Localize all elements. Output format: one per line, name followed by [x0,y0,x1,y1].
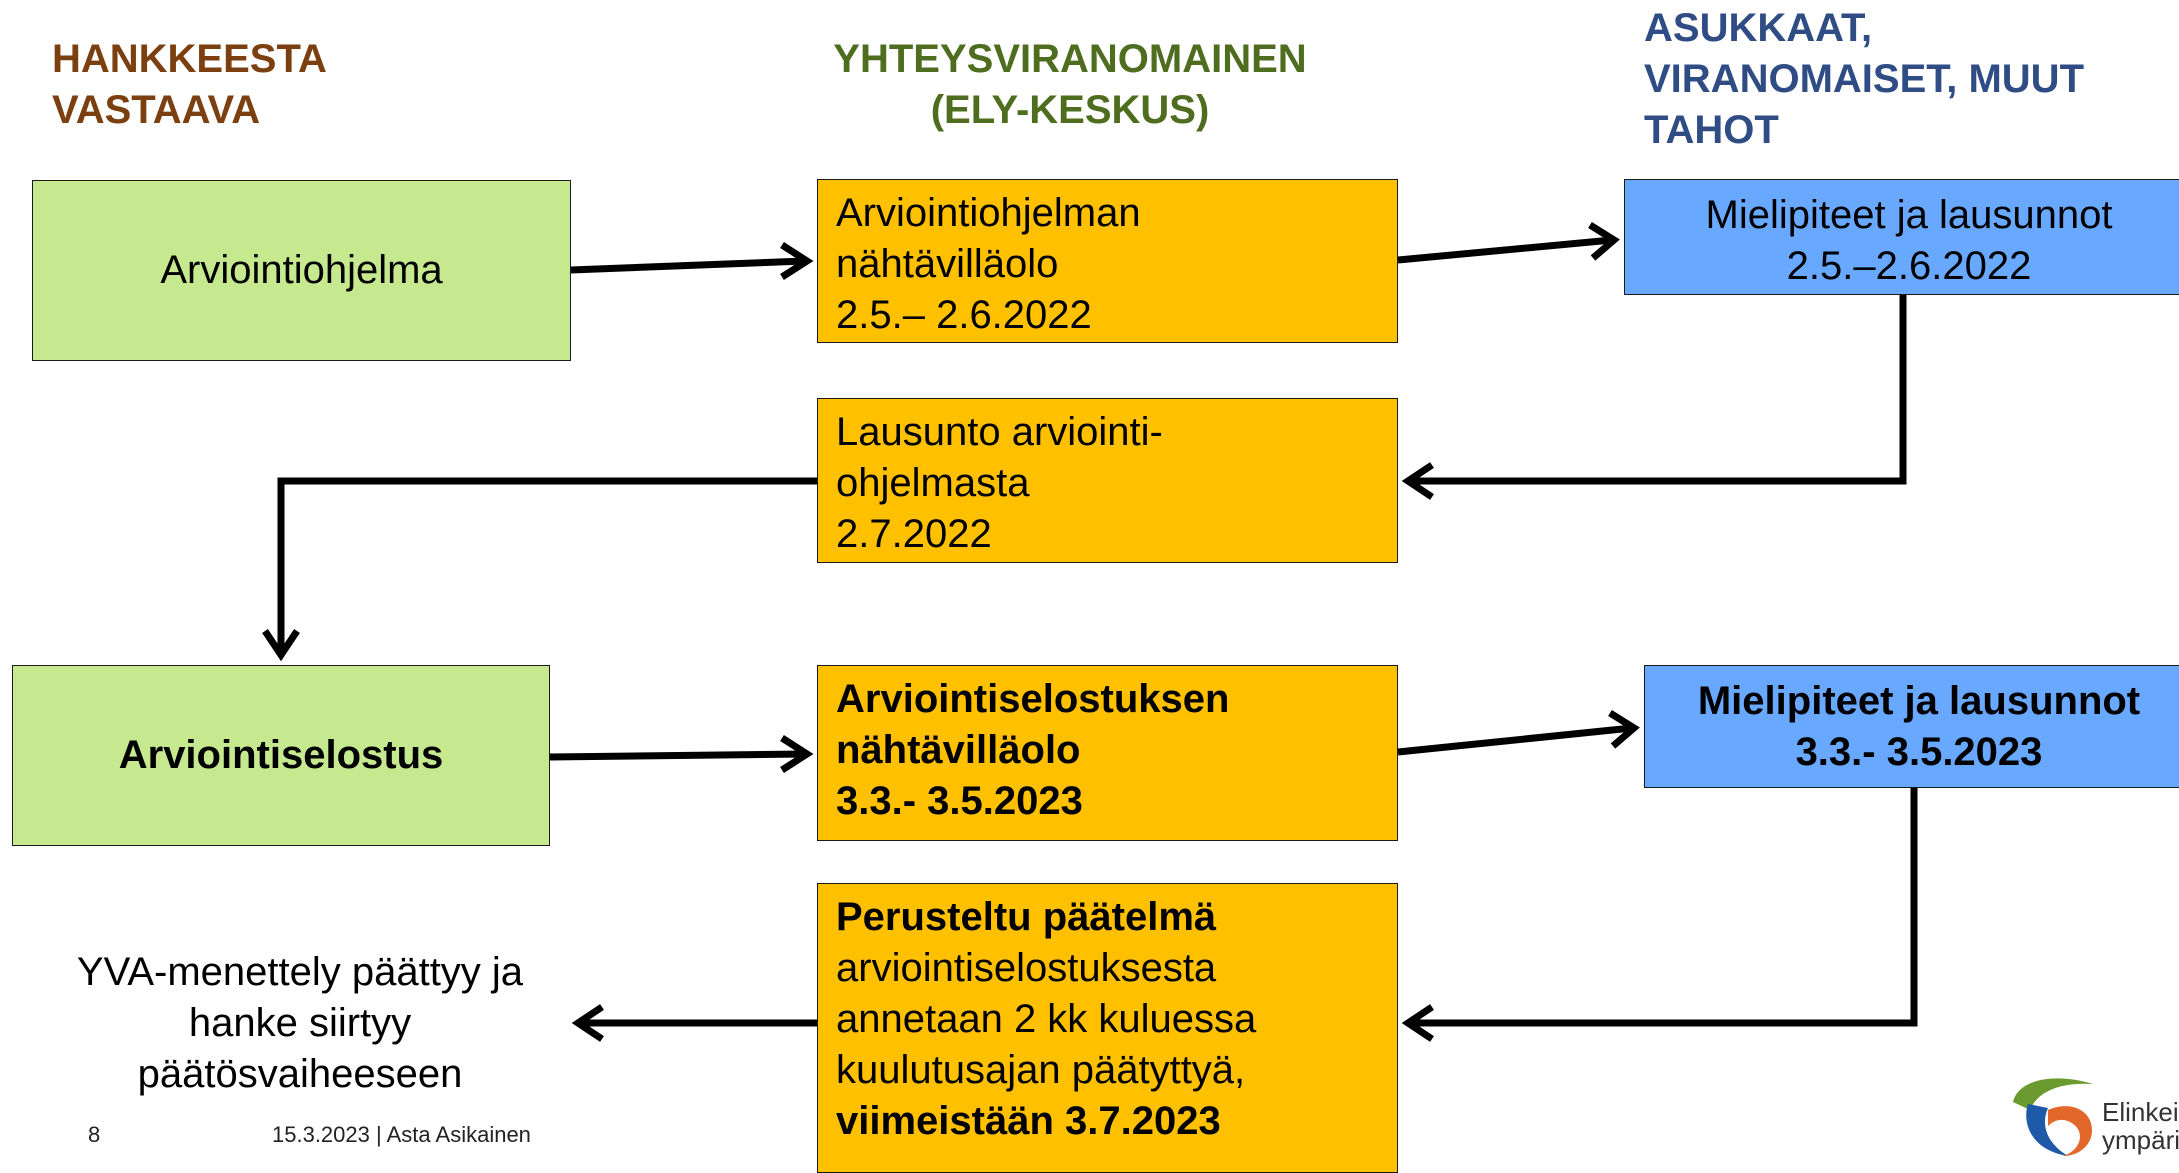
box-paatelma-line-2: arviointiselostuksesta [836,946,1217,990]
end-text-yva-menettely: YVA-menettely päättyy ja hanke siirtyy p… [40,947,560,1100]
header-mid-line-1: YHTEYSVIRANOMAINEN [833,37,1307,81]
end-text-line-1: YVA-menettely päättyy ja [76,950,524,994]
box-nahtavilla2-line-2: nähtävilläolo [836,728,1081,772]
box-mielipiteet2-line-2: 3.3.- 3.5.2023 [1795,730,2043,774]
header-yhteysviranomainen: YHTEYSVIRANOMAINEN (ELY-KESKUS) [800,34,1340,136]
box-lausunto-line-2: ohjelmasta [836,461,1030,505]
box-lausunto-line-1: Lausunto arviointi- [836,410,1163,454]
box-mielipiteet2-line-1: Mielipiteet ja lausunnot [1697,679,2141,723]
box-ohjelma-label: Arviointiohjelma [160,248,443,292]
header-left-line-1: HANKKEESTA [52,37,327,81]
box-mielipiteet1-line-2: 2.5.–2.6.2022 [1786,244,2032,288]
arrowhead-4 [262,629,300,662]
box-selostus-label: Arviointiselostus [118,733,444,777]
arrowhead-1 [780,242,814,280]
box-arviointiselostuksen-nahtavillaolo: Arviointiselostuksen nähtävilläolo 3.3.-… [817,665,1398,841]
footer-date-author: 15.3.2023 | Asta Asikainen [272,1122,531,1147]
box-nahtavilla1-line-1: Arviointiohjelman [836,191,1141,235]
box-paatelma-line-5: viimeistään 3.7.2023 [836,1099,1221,1143]
arrowhead-6 [1608,710,1640,749]
end-text-line-2: hanke siirtyy [188,1001,412,1045]
header-right-line-3: TAHOT [1644,108,1779,152]
logo-text-line-1: Elinkein [2102,1097,2179,1127]
header-left-line-2: VASTAAVA [52,88,261,132]
box-paatelma-line-4: kuulutusajan päätyttyä, [836,1048,1246,1092]
arrow-mielipiteet2-to-paatelma [1410,788,1918,1027]
box-nahtavilla1-line-3: 2.5.– 2.6.2022 [836,293,1092,337]
box-nahtavilla2-line-1: Arviointiselostuksen [836,677,1230,721]
arrow-nahtavilla-to-mielipiteet [1397,236,1613,264]
arrowhead-8 [571,1004,604,1042]
arrowhead-3 [1401,462,1434,500]
arrow-ohjelma-to-nahtavilla [570,257,806,274]
header-right-line-1: ASUKKAAT, [1644,6,1873,50]
arrow-lausunto-to-selostus [277,477,817,653]
arrowhead-2 [1588,222,1620,261]
box-mielipiteet-ja-lausunnot-2022: Mielipiteet ja lausunnot 2.5.–2.6.2022 [1624,179,2179,295]
box-mielipiteet1-line-1: Mielipiteet ja lausunnot [1705,193,2113,237]
logo-text-line-2: ympäris [2102,1125,2179,1155]
arrowhead-5 [780,735,814,773]
arrow-selostus-to-nahtavilla2 [549,750,806,761]
box-nahtavilla2-line-3: 3.3.- 3.5.2023 [836,779,1083,823]
box-lausunto-line-3: 2.7.2022 [836,512,992,556]
box-arviointiselostus: Arviointiselostus [12,665,550,846]
arrow-nahtavilla2-to-mielipiteet2 [1397,724,1633,756]
header-right-line-2: VIRANOMAISET, MUUT [1644,57,2084,101]
box-perusteltu-paatelma: Perusteltu päätelmä arviointiselostukses… [817,883,1398,1173]
box-paatelma-line-3: annetaan 2 kk kuluessa [836,997,1257,1041]
arrowhead-7 [1401,1004,1434,1042]
box-mielipiteet-ja-lausunnot-2023: Mielipiteet ja lausunnot 3.3.- 3.5.2023 [1644,665,2179,788]
box-lausunto-arviointiohjelmasta: Lausunto arviointi- ohjelmasta 2.7.2022 [817,398,1398,563]
ely-logo-icon [2013,1078,2093,1156]
header-asukkaat: ASUKKAAT, VIRANOMAISET, MUUT TAHOT [1644,3,2164,156]
box-arviointiohjelman-nahtavillaolo: Arviointiohjelman nähtävilläolo 2.5.– 2.… [817,179,1398,343]
end-text-line-3: päätösvaiheeseen [137,1052,463,1096]
header-mid-line-2: (ELY-KESKUS) [930,88,1210,132]
page-number: 8 [88,1122,101,1147]
box-nahtavilla1-line-2: nähtävilläolo [836,242,1059,286]
arrow-mielipiteet-to-lausunto [1410,295,1907,485]
box-paatelma-line-1: Perusteltu päätelmä [836,895,1217,939]
header-hankkeesta-vastaava: HANKKEESTA VASTAAVA [52,34,327,136]
box-arviointiohjelma: Arviointiohjelma [32,180,571,361]
